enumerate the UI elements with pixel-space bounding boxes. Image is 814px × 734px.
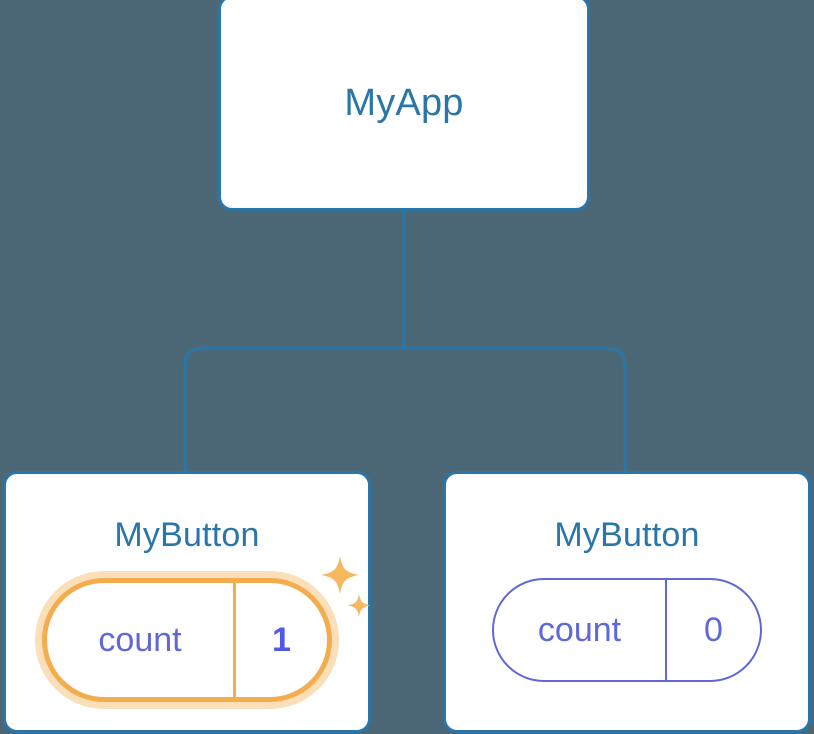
sparkle-small-icon	[347, 594, 371, 617]
state-pill-value-2: 0	[704, 611, 723, 649]
node-myapp-title: MyApp	[344, 82, 464, 124]
state-pill-count-1[interactable]: count 1	[42, 578, 332, 702]
node-mybutton-1[interactable]: MyButton count 1	[3, 471, 371, 733]
state-pill-key-1: count	[47, 583, 236, 697]
state-pill-count-2[interactable]: count 0	[492, 578, 762, 682]
state-pill-key-2: count	[494, 580, 667, 680]
connector-branch-bus	[183, 346, 627, 480]
node-mybutton-2-title: MyButton	[554, 516, 700, 554]
state-pill-value-1: 1	[272, 621, 291, 659]
state-pill-wrapper-2: count 0	[492, 578, 762, 682]
node-mybutton-2[interactable]: MyButton count 0	[443, 471, 811, 733]
sparkle-large-icon	[321, 556, 359, 594]
node-myapp[interactable]: MyApp	[218, 0, 590, 211]
state-pill-wrapper-1: count 1	[42, 556, 371, 702]
node-mybutton-1-title: MyButton	[114, 516, 260, 554]
